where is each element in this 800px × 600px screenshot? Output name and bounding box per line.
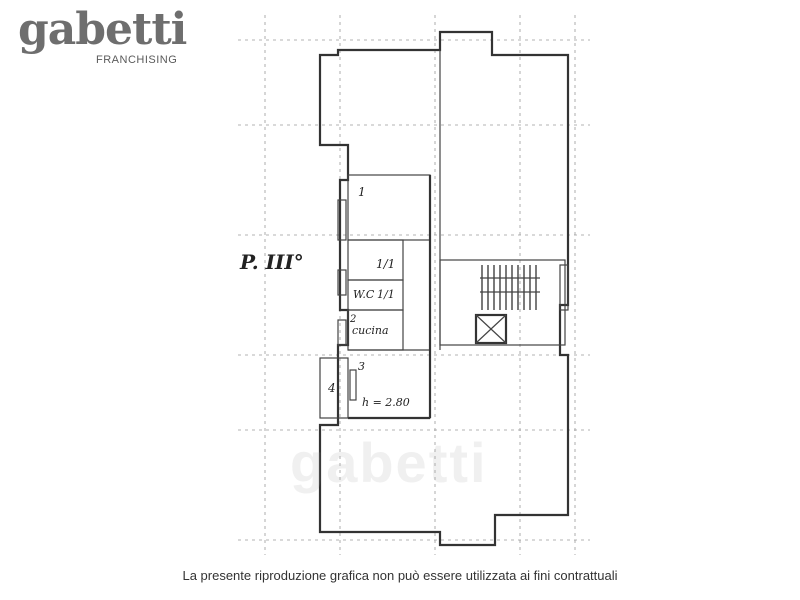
kitchen-number: 2 xyxy=(349,314,356,325)
room-4-label: 4 xyxy=(327,381,336,395)
gabetti-logo: gabetti FRANCHISING xyxy=(18,4,187,72)
disclaimer-text: La presente riproduzione grafica non può… xyxy=(182,568,618,583)
logo-tagline: FRANCHISING xyxy=(96,54,178,66)
kitchen-label: cucina xyxy=(352,324,389,337)
height-note: h = 2.80 xyxy=(362,396,410,409)
floor-plan-drawing: 1 1/1 W.C 1/1 2 cucina 3 4 h = 2.80 xyxy=(238,15,590,555)
wc-label: W.C xyxy=(353,288,375,301)
building-outline xyxy=(318,30,570,547)
logo-wordmark: gabetti xyxy=(18,4,187,55)
floor-plan: 1 1/1 W.C 1/1 2 cucina 3 4 h = 2.80 xyxy=(230,10,600,560)
apartment-rooms xyxy=(319,174,432,420)
room-2-label: 1/1 xyxy=(376,257,395,271)
wc-suffix: 1/1 xyxy=(377,288,395,301)
watermark: gabetti xyxy=(290,431,488,494)
room-3-label: 3 xyxy=(358,360,365,373)
room-1-label: 1 xyxy=(358,185,366,199)
plan-grid xyxy=(238,15,590,555)
floor-label: P. III° xyxy=(240,250,304,274)
stairwell xyxy=(439,259,569,346)
